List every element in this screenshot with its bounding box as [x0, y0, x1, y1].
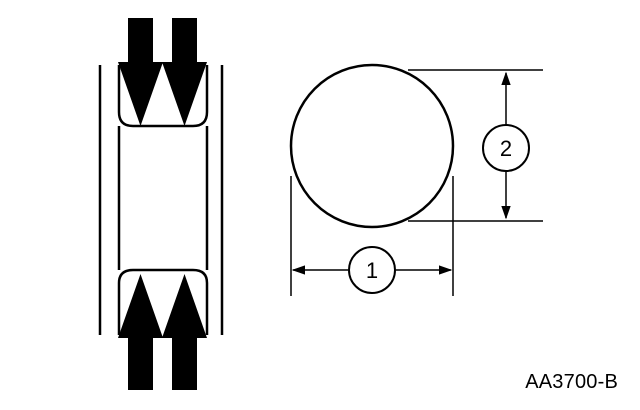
dimension-1 — [290, 176, 454, 296]
up-arrow-right-icon — [162, 274, 207, 390]
callout-2-bubble — [482, 124, 530, 172]
dimension-2 — [408, 69, 543, 222]
compression-arrows — [118, 18, 207, 390]
callout-1-label: 1 — [366, 258, 378, 283]
down-arrow-left-icon — [118, 18, 163, 126]
down-arrow-right-icon — [162, 18, 207, 126]
up-arrow-left-icon — [118, 274, 163, 390]
part-body-outline — [117, 65, 209, 335]
part-end-view — [289, 63, 455, 229]
callout-1-bubble — [348, 246, 396, 294]
callout-2-label: 2 — [500, 136, 512, 161]
compressed-part-side-view — [98, 65, 224, 335]
figure-code: AA3700-B — [525, 371, 618, 393]
part-circle — [289, 63, 455, 229]
